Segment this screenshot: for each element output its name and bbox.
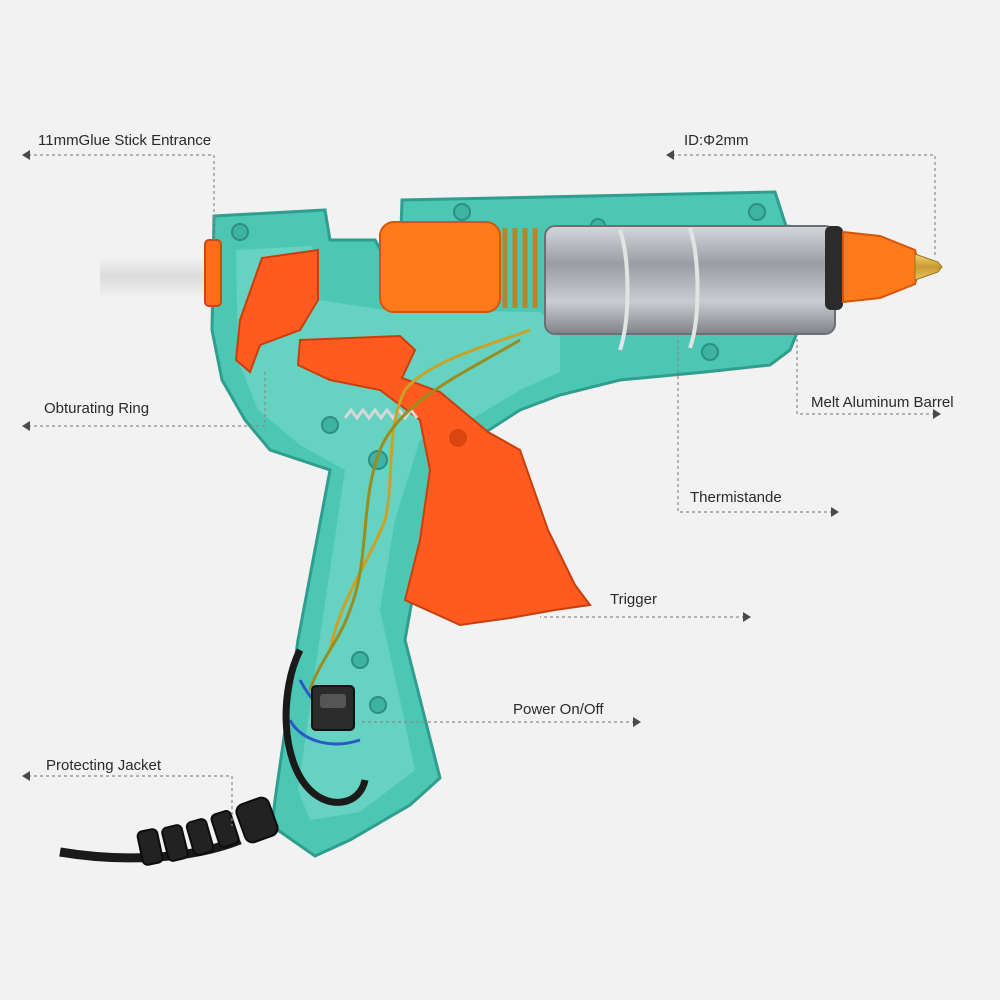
heater-coil (618, 227, 700, 351)
label-melt-aluminum-barrel: Melt Aluminum Barrel (811, 394, 954, 411)
arrow-head (22, 771, 30, 781)
leader-glue-entrance (28, 154, 215, 240)
arrow-head (633, 717, 641, 727)
label-glue-stick-entrance: 11mmGlue Stick Entrance (38, 132, 212, 149)
protecting-jacket (136, 796, 279, 866)
return-spring (343, 407, 419, 421)
leader-arrowheads (22, 150, 941, 781)
nozzle-tip (914, 253, 943, 281)
trigger (296, 334, 592, 627)
leader-obturating-ring (28, 372, 266, 427)
screw-hole (231, 223, 249, 241)
leader-jacket (28, 775, 233, 826)
aluminum-barrel (544, 225, 836, 335)
label-protecting-jacket: Protecting Jacket (46, 757, 162, 774)
arrow-head (743, 612, 751, 622)
glue-entrance-ring (204, 239, 222, 307)
arrow-head (22, 150, 30, 160)
arrow-head (831, 507, 839, 517)
label-thermistande: Thermistande (690, 489, 782, 506)
screw-hole (453, 203, 471, 221)
screw-hole (748, 203, 766, 221)
label-nozzle-id: ID:Φ2mm (684, 132, 749, 149)
orange-cap (379, 221, 501, 313)
label-power-on-off: Power On/Off (513, 701, 604, 718)
copper-spring (502, 228, 538, 308)
arrow-head (666, 150, 674, 160)
nozzle-orange (842, 230, 922, 304)
obturating-ring-part (234, 248, 319, 374)
arrow-head (933, 409, 941, 419)
arrow-head (22, 421, 30, 431)
screw-hole (351, 651, 369, 669)
leader-nozzle-id (672, 154, 936, 258)
trigger-pivot (449, 429, 467, 447)
internal-cable (282, 648, 369, 806)
screw-hole (701, 343, 719, 361)
leader-barrel (796, 335, 935, 415)
screw-holes (231, 203, 766, 714)
leader-lines (28, 154, 936, 826)
screw-hole (321, 416, 339, 434)
power-switch-button (320, 694, 346, 708)
screw-hole (369, 696, 387, 714)
label-obturating-ring: Obturating Ring (44, 400, 150, 417)
label-trigger: Trigger (610, 591, 657, 608)
barrel-end-band (825, 226, 843, 310)
